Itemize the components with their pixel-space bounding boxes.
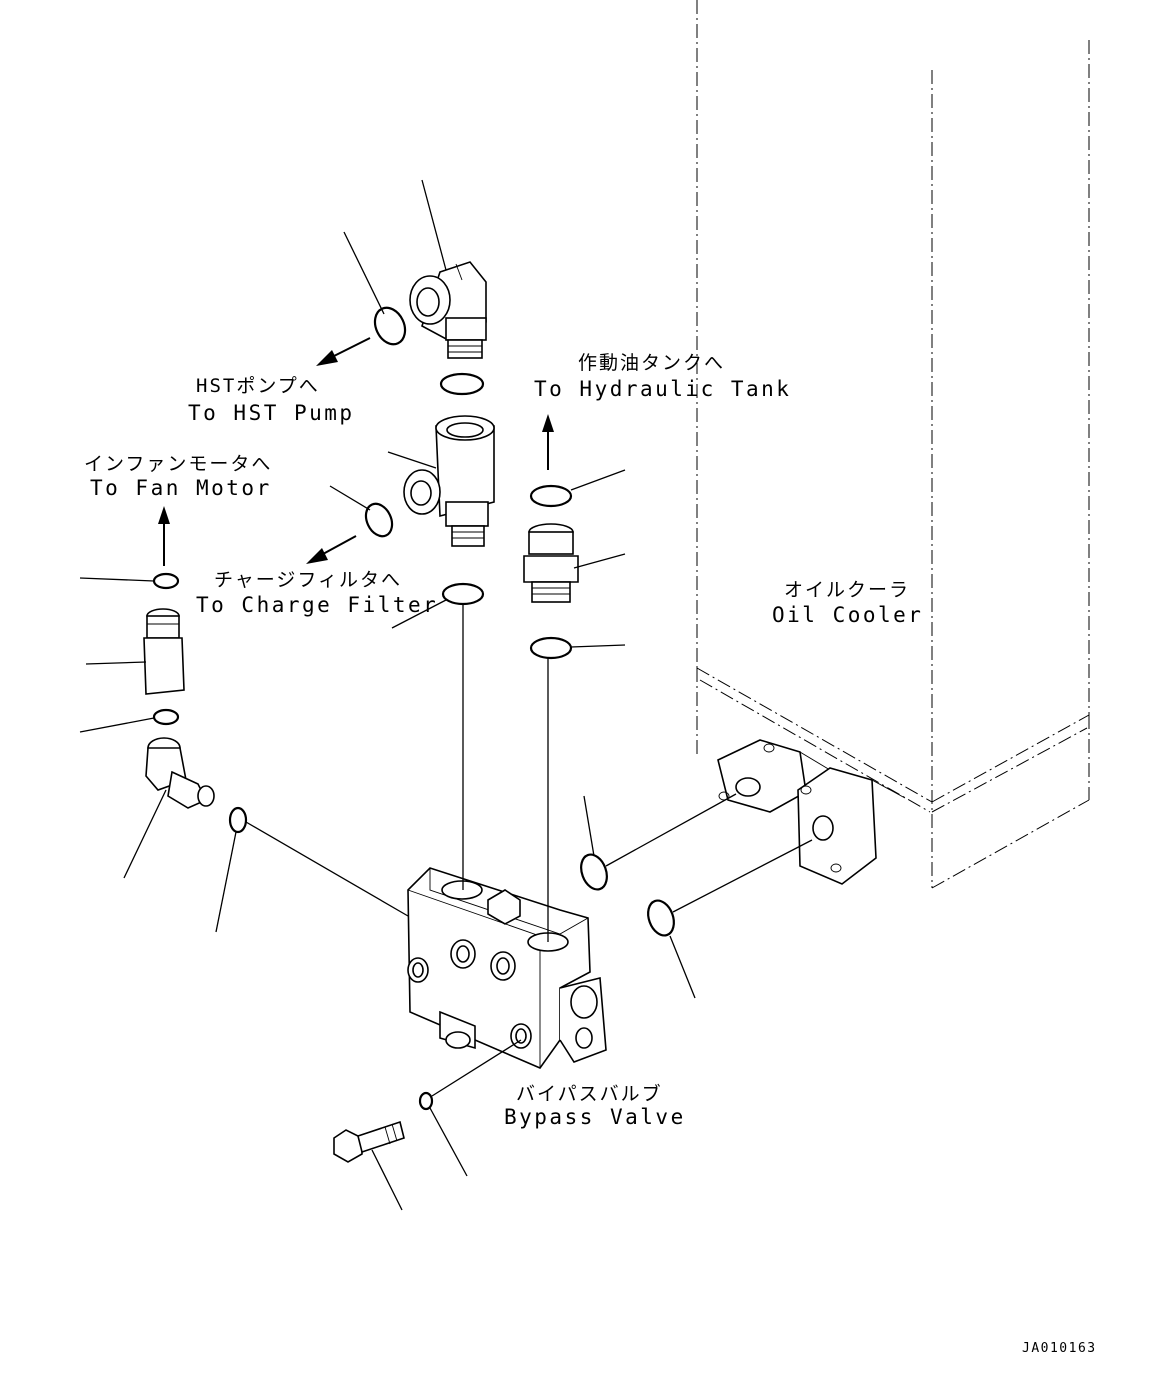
o-ring-3	[364, 502, 394, 538]
o-ring-6	[529, 636, 573, 660]
leader-lines	[79, 179, 696, 1211]
label-fan-motor-en: To Fan Motor	[90, 476, 272, 500]
label-bypass-valve-en: Bypass Valve	[504, 1105, 686, 1129]
straight-connector-tank	[523, 523, 579, 603]
direction-arrows	[158, 337, 554, 566]
oil-cooler-outline	[696, 0, 1090, 889]
document-id: JA010163	[1022, 1341, 1097, 1356]
label-oil-cooler-jp: オイルクーラ	[784, 579, 910, 601]
o-ring-4	[529, 484, 573, 508]
elbow-fitting-small	[145, 737, 215, 809]
o-rings	[152, 306, 675, 937]
bypass-valve-body	[407, 867, 607, 1069]
o-ring-2	[439, 372, 485, 396]
connection-lines	[245, 604, 813, 1097]
o-ring-11	[647, 899, 675, 937]
bolt	[333, 1120, 405, 1163]
label-fan-motor-jp: インファンモータへ	[84, 453, 272, 475]
label-charge-filter-jp: チャージフィルタへ	[214, 569, 402, 591]
o-ring-9	[228, 806, 248, 834]
washer	[418, 1091, 434, 1111]
label-charge-filter-en: To Charge Filter	[196, 593, 438, 617]
o-ring-7	[152, 572, 180, 590]
elbow-fitting-hst	[409, 261, 487, 359]
label-hydraulic-tank-en: To Hydraulic Tank	[534, 377, 791, 401]
o-ring-10	[580, 853, 608, 891]
label-hst-pump-en: To HST Pump	[188, 401, 355, 425]
cooler-port-lower	[797, 767, 906, 885]
straight-connector-fan	[143, 608, 185, 695]
o-ring-5	[441, 582, 485, 606]
label-oil-cooler-en: Oil Cooler	[772, 603, 923, 627]
tee-fitting	[403, 415, 495, 547]
o-ring-1	[373, 306, 407, 346]
o-ring-8	[152, 708, 180, 726]
label-hst-pump-jp: HSTポンプへ	[196, 375, 320, 397]
label-bypass-valve-jp: バイパスバルブ	[516, 1082, 663, 1105]
label-hydraulic-tank-jp: 作動油タンクへ	[578, 352, 725, 374]
